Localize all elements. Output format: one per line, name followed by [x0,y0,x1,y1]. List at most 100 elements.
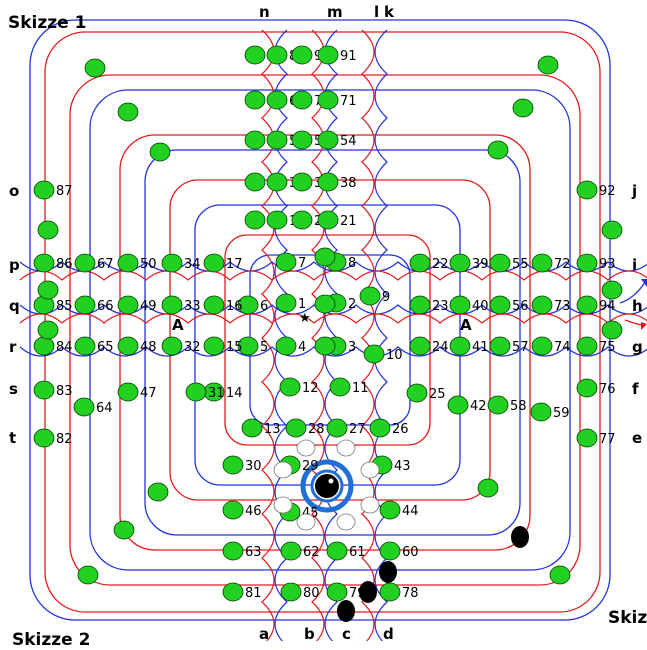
title-skizze-1: Skizze 1 [8,13,86,33]
crossing-ellipse [38,281,58,299]
node-number: 81 [245,586,262,601]
node-ellipse [448,396,468,414]
node-ellipse [34,337,54,355]
node-number: 41 [472,340,489,355]
node-number: 83 [56,384,73,399]
crossing-ellipse [315,295,335,313]
crossing-ellipse [602,321,622,339]
node-number: 43 [394,459,411,474]
marker-a: A [172,316,184,334]
node-ellipse [292,211,312,229]
node-ellipse [75,254,95,272]
node-number: 75 [599,340,616,355]
node-ellipse [223,456,243,474]
node-ellipse [162,296,182,314]
node-ellipse [410,337,430,355]
node-number: 64 [96,401,113,416]
node-number: 58 [510,399,527,414]
black-node [359,581,377,603]
node-ellipse [267,211,287,229]
node-ellipse [204,254,224,272]
row-label-left: p [9,256,20,274]
row-label-right: j [631,182,637,200]
node-ellipse [267,91,287,109]
node-ellipse [380,583,400,601]
crossing-ellipse [38,221,58,239]
column-label-bottom: b [304,625,315,641]
node-ellipse [223,542,243,560]
node-ellipse [327,419,347,437]
node-ellipse [380,501,400,519]
node-ellipse [450,296,470,314]
node-number: 2 [348,297,356,312]
title-skizze-right: Skiz [608,608,647,628]
node-ellipse [318,211,338,229]
node-ellipse [450,254,470,272]
node-number: 5 [260,340,268,355]
node-number: 12 [302,381,319,396]
node-number: 56 [512,299,529,314]
node-number: 16 [226,299,243,314]
node-ellipse [118,254,138,272]
row-label-left: o [9,182,19,200]
node-ellipse [318,173,338,191]
column-label-top: l [374,3,379,21]
node-number: 44 [402,504,419,519]
node-ellipse [407,384,427,402]
node-ellipse [245,211,265,229]
open-crossing [297,514,315,530]
node-number: 77 [599,432,616,447]
node-number: 1 [298,297,306,312]
node-ellipse [577,181,597,199]
star-marker: ★ [299,311,311,326]
node-ellipse [292,91,312,109]
node-ellipse [327,583,347,601]
node-ellipse [75,337,95,355]
node-ellipse [204,337,224,355]
node-number: 80 [303,586,320,601]
node-ellipse [532,296,552,314]
node-number: 14 [226,386,243,401]
node-number: 72 [554,257,571,272]
crossing-ellipse [478,479,498,497]
row-label-left: q [9,297,20,315]
node-number: 47 [140,386,157,401]
black-node [379,561,397,583]
node-number: 61 [349,545,366,560]
black-node [337,600,355,622]
node-number: 25 [429,387,446,402]
node-ellipse [75,296,95,314]
node-number: 33 [184,299,201,314]
crossing-ellipse [315,248,335,266]
open-crossing [337,440,355,456]
node-number: 55 [512,257,529,272]
node-ellipse [410,254,430,272]
node-ellipse [34,381,54,399]
node-ellipse [245,173,265,191]
node-number: 87 [56,184,73,199]
node-number: 46 [245,504,262,519]
node-ellipse [118,383,138,401]
column-label-bottom: d [383,625,394,641]
node-ellipse [34,254,54,272]
row-label-left: r [9,338,17,356]
node-ellipse [488,396,508,414]
node-ellipse [245,46,265,64]
node-number: 29 [302,459,319,474]
node-number: 73 [554,299,571,314]
marker-a: A [460,316,472,334]
open-crossing [274,462,292,478]
node-ellipse [186,383,206,401]
row-label-left: s [9,380,18,398]
node-ellipse [318,46,338,64]
node-number: 78 [402,586,419,601]
node-ellipse [490,296,510,314]
node-ellipse [318,131,338,149]
row-label-right: g [632,338,643,356]
node-ellipse [204,296,224,314]
node-ellipse [577,337,597,355]
node-number: 26 [392,422,409,437]
crossing-ellipse [538,56,558,74]
